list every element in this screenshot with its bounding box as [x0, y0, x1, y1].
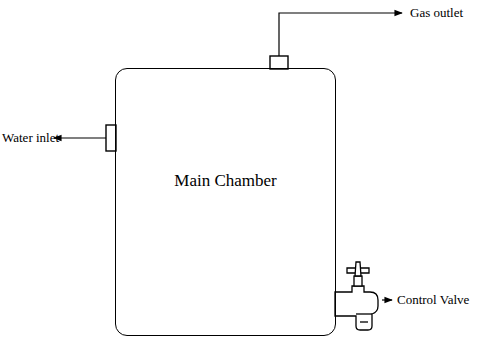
water-inlet-leader	[54, 137, 106, 138]
chamber-label: Main Chamber	[116, 169, 335, 194]
control-valve-leader	[382, 299, 392, 300]
gas-outlet-leader	[279, 13, 402, 56]
part-label: Control Valve	[397, 292, 469, 308]
part-label: Water inlet	[2, 130, 59, 146]
faucet-symbol	[335, 262, 378, 330]
chamber-box: Main Chamber	[115, 68, 336, 336]
part-label: Gas outlet	[410, 5, 463, 21]
